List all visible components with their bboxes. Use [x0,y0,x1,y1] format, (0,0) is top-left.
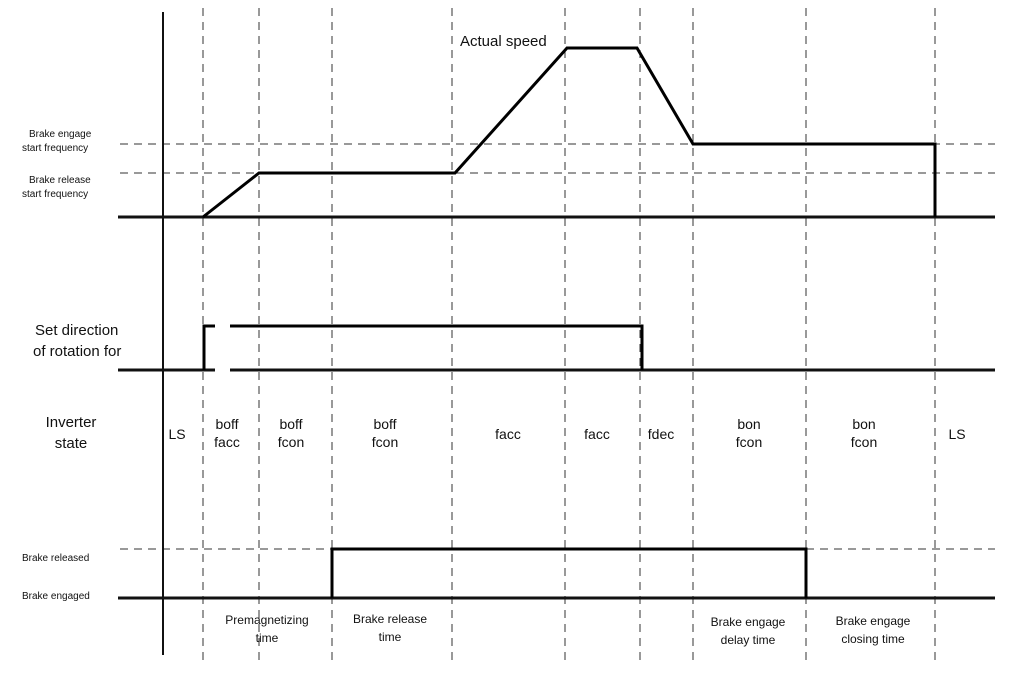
direction-signal-trace [202,324,644,370]
inverter-state-line1: bon [737,416,760,432]
brake-engage-freq-label-line1: Brake engage [29,129,92,140]
inverter-state-line2: facc [214,434,240,450]
actual-speed-title: Actual speed [460,33,547,50]
inverter-state-line2: fcon [851,434,877,450]
inverter-state-line1: LS [948,426,965,442]
phase-label-line2: time [256,631,279,645]
inverter-state-line2: fcon [278,434,304,450]
reference-lines [120,143,995,550]
brake-release-freq-label-line1: Brake release [29,175,91,186]
phase-label-line2: delay time [721,633,776,647]
direction-label-line1: Set direction [35,322,118,339]
inverter-state-line1: bon [852,416,875,432]
inverter-state-line1: facc [495,426,521,442]
inverter-states: LS boff facc boff fcon boff fcon facc fa… [168,416,965,450]
phase-label-line1: Premagnetizing [225,613,308,627]
inverter-state-line1: boff [279,416,302,432]
brake-signal-trace [330,547,808,598]
inverter-state-line2: fcon [372,434,398,450]
phase-label-line2: time [379,630,402,644]
direction-signal-gap [215,322,230,372]
phase-label-line2: closing time [841,632,905,646]
time-marker-lines [202,8,936,664]
phase-labels: Premagnetizing time Brake release time B… [225,612,910,647]
inverter-state-line1: boff [373,416,396,432]
direction-label-line2: of rotation for [33,343,121,360]
baselines [118,215,995,600]
inverter-state-line1: facc [584,426,610,442]
brake-release-freq-label-line2: start frequency [22,189,88,200]
inverter-state-line1: boff [215,416,238,432]
phase-label-line1: Brake engage [836,614,911,628]
inverter-state-line1: LS [168,426,185,442]
phase-label-line1: Brake release [353,612,427,626]
brake-engaged-label: Brake engaged [22,591,90,602]
phase-label-line1: Brake engage [711,615,786,629]
inverter-state-line2: fcon [736,434,762,450]
inverter-state-line1: fdec [648,426,674,442]
inverter-label-line2: state [55,435,88,452]
actual-speed-trace [202,46,937,219]
inverter-label-line1: Inverter [46,414,97,431]
brake-released-label: Brake released [22,553,89,564]
brake-engage-freq-label-line2: start frequency [22,143,88,154]
